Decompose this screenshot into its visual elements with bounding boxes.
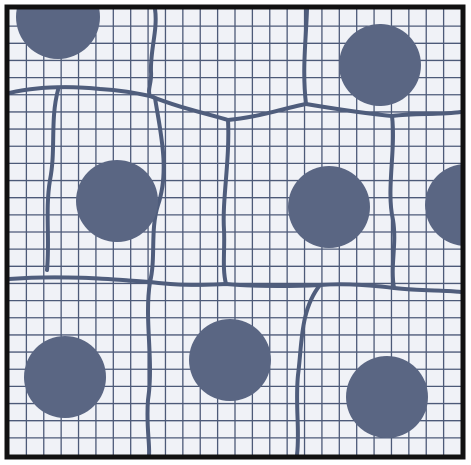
nucleus [346,356,428,438]
nucleus [76,160,158,242]
cell-wall-top-right-vertical [304,9,307,104]
nucleus [288,166,370,248]
nucleus [339,24,421,106]
nucleus [189,319,271,401]
nucleus [24,336,106,418]
cell-wall-bottom-left-vertical [147,282,150,455]
